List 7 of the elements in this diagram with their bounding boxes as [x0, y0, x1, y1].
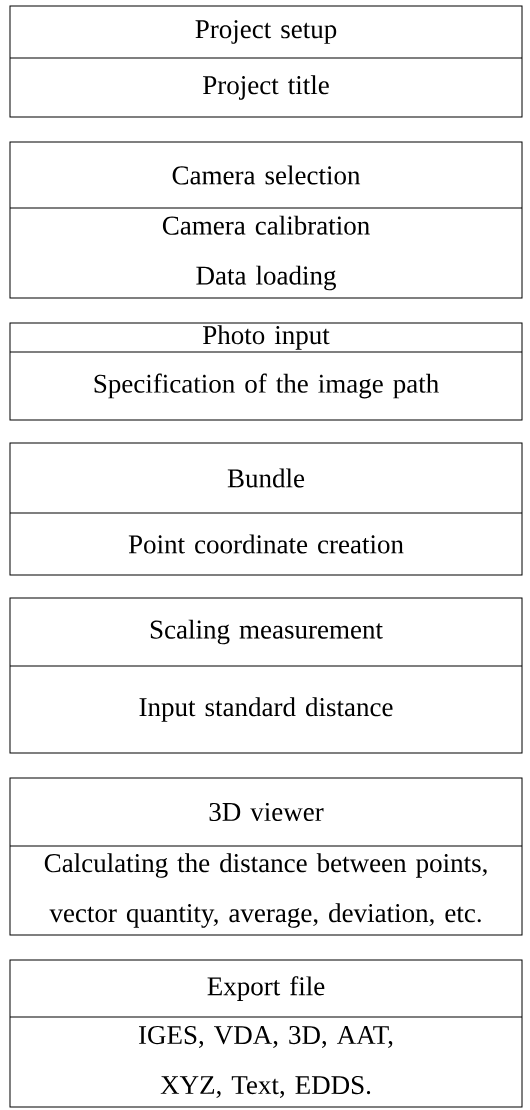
stage-box: Export file IGES, VDA, 3D, AAT, XYZ, Text, EDDS. [9, 959, 523, 1108]
stage-box: 3D viewer Calculating the distance between points, vector quantity, average, deviation, etc. [9, 777, 523, 936]
stage-box: Scaling measurement Input standard distance [9, 597, 523, 754]
stage-box: Photo input Specification of the image path [9, 322, 523, 421]
stage-box: Project setup Project title [9, 5, 523, 118]
stage-box: Camera selection Camera calibration Data loading [9, 141, 523, 299]
stage-box: Bundle Point coordinate creation [9, 442, 523, 576]
